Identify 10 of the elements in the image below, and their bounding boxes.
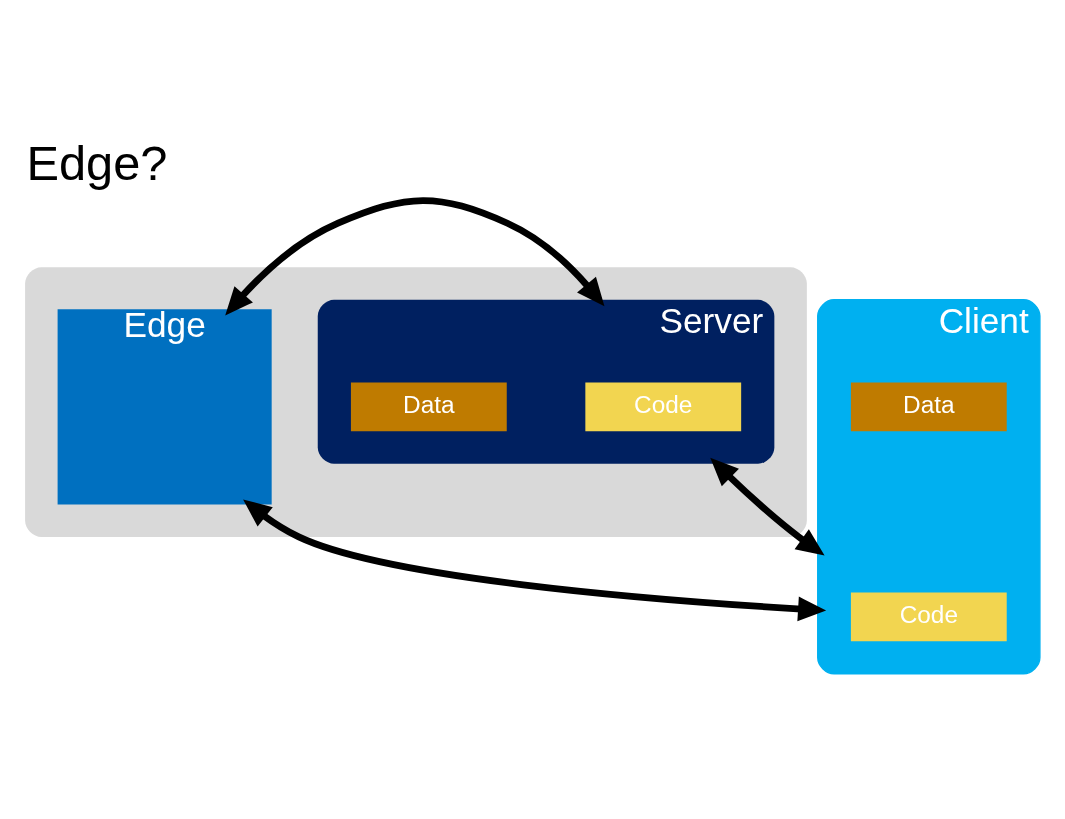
node-box: Code [585, 381, 742, 431]
cluster [25, 266, 807, 537]
arrow [243, 498, 827, 621]
node-box: Edge [57, 308, 272, 504]
diagram-title: Edge? [26, 135, 168, 190]
node-box: Data [850, 381, 1007, 431]
arrow [710, 457, 825, 556]
node-box: Code [850, 591, 1007, 641]
arrow [225, 196, 605, 315]
node-box: Data [350, 381, 507, 431]
